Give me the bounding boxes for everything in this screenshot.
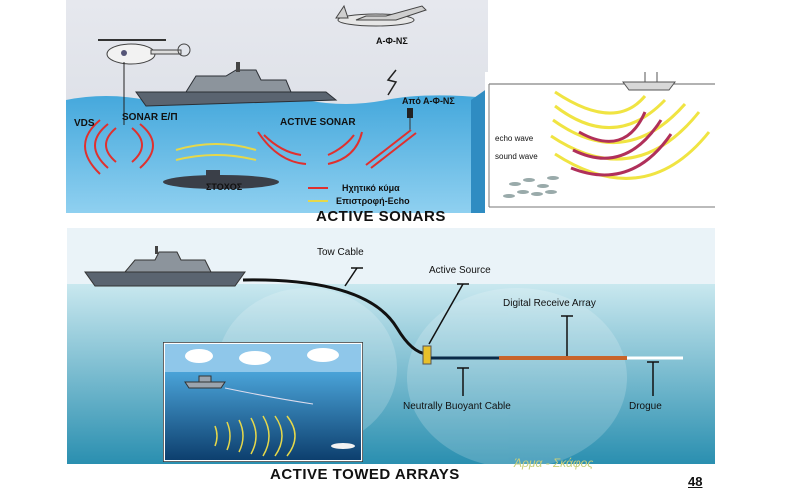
callout-lines [344,267,659,396]
label-sound-wave: sound wave [495,152,538,161]
label-active-sonar: ACTIVE SONAR [280,117,356,128]
tow-cable [242,278,428,356]
sonobuoy [407,108,413,118]
sonar-waves-left [84,119,154,175]
title-active-sonars: ACTIVE SONARS [316,208,446,225]
label-vds: VDS [74,118,95,129]
label-active-source: Active Source [429,265,491,276]
sound-wave-arcs [550,90,711,180]
towing-ship [84,246,246,287]
sonar-waves-hull [257,131,363,165]
active-sonars-scene: VDS SONAR E/Π ACTIVE SONAR Α-Φ-ΝΣ Από Α-… [66,0,488,213]
buoy-wave-array [365,129,417,169]
watermark: Άρμα - Σκάφος [514,456,594,470]
active-source [422,345,432,365]
title-active-towed-arrays: ACTIVE TOWED ARRAYS [270,466,460,483]
page-number: 48 [688,474,703,489]
label-neutrally-buoyant-cable: Neutrally Buoyant Cable [403,401,511,412]
label-echo-wave: echo wave [495,134,534,143]
sea-box-side [471,88,488,213]
link-bolt [386,69,398,96]
echo-wave-diagram: echo wave sound wave [485,66,721,213]
patrol-aircraft [335,4,427,27]
echo-wave-illustration [485,66,721,213]
helicopter [98,39,191,65]
inset-illustration [162,341,364,463]
submarine [163,170,279,189]
label-digital-receive-array: Digital Receive Array [503,298,596,309]
label-sonar-e-p: SONAR E/Π [122,112,178,123]
label-tow-cable: Tow Cable [317,247,364,258]
label-buoy: Από Α-Φ-ΝΣ [402,96,455,106]
clouds [185,348,339,365]
legend-echo-label: Επιστροφή-Echo [336,196,410,206]
echo-waves [175,143,257,161]
echo-wave-arcs [570,111,673,177]
active-sonars-illustration [66,0,488,213]
inset-target-sub [331,443,355,449]
frigate [135,62,338,107]
label-aircraft: Α-Φ-ΝΣ [376,36,408,46]
label-drogue: Drogue [629,401,662,412]
legend-wave-label: Ηχητικό κύμα [342,183,400,193]
label-target: ΣΤΟΧΟΣ [206,182,243,192]
inset-ship [184,375,226,389]
inset-cable [224,387,314,405]
inset-sound-arcs [214,415,296,457]
fish-school [503,176,559,198]
inset-underwater-scene [162,341,364,463]
